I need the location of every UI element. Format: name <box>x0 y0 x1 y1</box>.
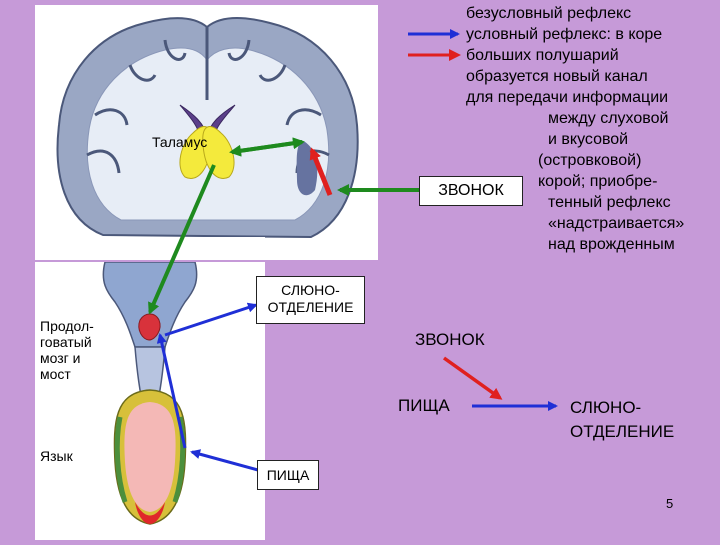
bell-box: ЗВОНОК <box>419 176 523 206</box>
scheme-bell: ЗВОНОК <box>415 330 485 349</box>
medulla-label-line: Продол- <box>40 318 94 334</box>
scheme-salivation-line: ОТДЕЛЕНИЕ <box>570 422 675 441</box>
cortex-red-arrow <box>309 147 333 196</box>
scheme-salivation: СЛЮНО- ОТДЕЛЕНИЕ <box>570 396 674 444</box>
legend-conditioned-line: образуется новый канал <box>466 68 648 85</box>
scheme-salivation-line: СЛЮНО- <box>570 398 642 417</box>
medulla-to-salivation-arrow <box>164 302 258 337</box>
legend-conditioned-line: условный рефлекс: в коре <box>466 26 663 43</box>
legend-conditioned-line: корой; приобре- <box>538 173 658 190</box>
legend-conditioned-line: для передачи информации <box>466 89 669 106</box>
legend-conditioned-line: «надстраивается» <box>548 215 685 232</box>
legend-conditioned-line: (островковой) <box>538 152 642 169</box>
thalamus-to-medulla-arrow <box>148 164 216 315</box>
medulla-label-line: говатый <box>40 334 92 350</box>
brain-section-panel <box>35 5 378 260</box>
scheme-bell-arrow <box>442 356 503 400</box>
brain-section-illustration <box>56 17 359 260</box>
legend-text: безусловный рефлекс условный рефлекс: в … <box>466 3 716 255</box>
medulla-label: Продол- говатый мозг и мост <box>40 318 94 382</box>
legend-conditioned-line: тенный рефлекс <box>548 194 671 211</box>
thalamus-label: Таламус <box>152 134 208 150</box>
legend-conditioned-line: и вкусовой <box>548 131 629 148</box>
cortex-to-thalamus-arrow <box>229 140 303 157</box>
tongue-to-medulla-arrow <box>156 333 187 449</box>
scheme-food: ПИЩА <box>398 396 450 415</box>
tongue-label: Язык <box>40 448 73 464</box>
legend-conditioned-line: больших полушарий <box>466 47 619 64</box>
medulla-label-line: мост <box>40 366 71 382</box>
page-number: 5 <box>666 496 674 511</box>
food-to-tongue-arrow <box>190 449 259 472</box>
legend-conditioned-line: между слуховой <box>548 110 669 127</box>
salivation-box-line: ОТДЕЛЕНИЕ <box>267 299 354 315</box>
salivation-box-line: СЛЮНО- <box>281 282 340 298</box>
food-box: ПИЩА <box>257 460 319 490</box>
medulla-label-line: мозг и <box>40 350 81 366</box>
legend-conditioned-line: над врожденным <box>548 236 675 253</box>
legend-unconditioned: безусловный рефлекс <box>466 5 632 22</box>
salivation-box: СЛЮНО- ОТДЕЛЕНИЕ <box>256 276 365 324</box>
